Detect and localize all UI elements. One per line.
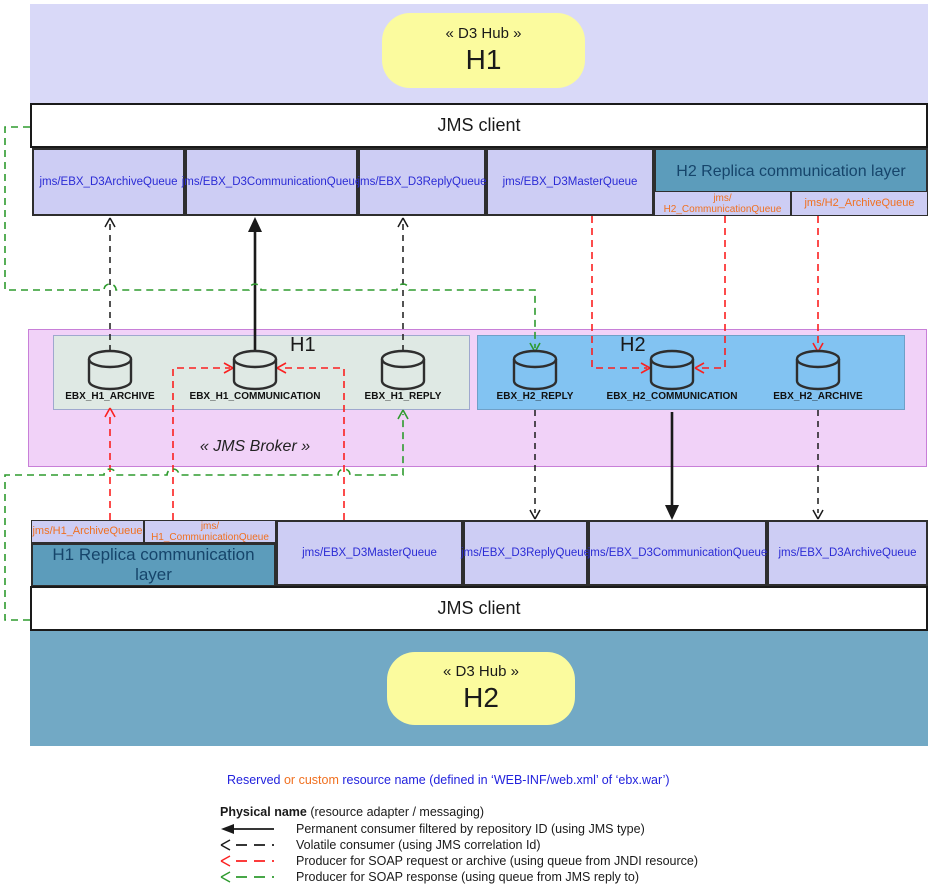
- physical-name-bold: Physical name: [220, 805, 307, 819]
- legend-permanent-consumer-text: Permanent consumer filtered by repositor…: [296, 822, 645, 836]
- h2-replica-communication-queue-line2: H2_CommunicationQueue: [663, 203, 782, 215]
- h2-hub-stereotype: « D3 Hub »: [443, 663, 519, 680]
- h1-queue-archive-label: jms/EBX_D3ArchiveQueue: [39, 176, 178, 188]
- h2-hub-name: H2: [463, 682, 499, 713]
- queue-ebx-h1-communication-label: EBX_H1_COMMUNICATION: [189, 391, 321, 402]
- h1-jms-client-box: JMS client: [30, 103, 928, 148]
- physical-name-note: Physical name (resource adapter / messag…: [220, 805, 484, 819]
- h1-replica-communication-queue-line1: jms/: [200, 520, 220, 532]
- h1-queue-communication: jms/EBX_D3CommunicationQueue: [182, 148, 361, 216]
- h2-queue-reply: jms/EBX_D3ReplyQueue: [460, 520, 591, 586]
- h2-queue-master: jms/EBX_D3MasterQueue: [276, 520, 463, 586]
- h1-replica-layer-title-line2: layer: [135, 565, 172, 584]
- legend-dashed-black-arrow-icon: [220, 839, 274, 851]
- h1-replica-layer-box: H1 Replica communication layer: [31, 543, 276, 587]
- legend-soap-response-producer-text: Producer for SOAP response (using queue …: [296, 870, 639, 884]
- queue-ebx-h1-reply-label: EBX_H1_REPLY: [364, 391, 442, 402]
- queue-ebx-h2-communication-label: EBX_H2_COMMUNICATION: [606, 391, 738, 402]
- legend-dashed-red-arrow-icon: [220, 855, 274, 867]
- jms-broker-stereotype: « JMS Broker »: [199, 438, 311, 455]
- queue-ebx-h1-archive-label: EBX_H1_ARCHIVE: [65, 391, 155, 402]
- h2-queue-archive-label: jms/EBX_D3ArchiveQueue: [778, 547, 917, 559]
- h2-queue-communication: jms/EBX_D3CommunicationQueue: [588, 520, 767, 586]
- queue-ebx-h2-reply-label: EBX_H2_REPLY: [496, 391, 574, 402]
- broker-h2-group-label: H2: [620, 334, 646, 356]
- h2-replica-communication-queue: jms/ H2_CommunicationQueue: [654, 191, 791, 216]
- h1-queue-archive: jms/EBX_D3ArchiveQueue: [32, 148, 185, 216]
- legend-soap-request-producer-text: Producer for SOAP request or archive (us…: [296, 854, 699, 868]
- legend-volatile-consumer-text: Volatile consumer (using JMS correlation…: [296, 838, 541, 852]
- h2-queue-reply-label: jms/EBX_D3ReplyQueue: [460, 547, 591, 559]
- broker-h1-group-label: H1: [290, 334, 316, 356]
- h1-replica-layer-title-line1: H1 Replica communication: [52, 545, 255, 564]
- resource-note-reserved: Reserved: [227, 773, 284, 787]
- h2-jms-client-label: JMS client: [437, 598, 521, 618]
- h2-jms-client-box: JMS client: [30, 586, 928, 631]
- resource-name-note: Reserved or custom resource name (define…: [227, 773, 670, 787]
- h1-replica-communication-queue-line2: H1_CommunicationQueue: [151, 531, 269, 543]
- h1-hub-badge: « D3 Hub » H1: [382, 13, 585, 88]
- legend-solid-black-arrow-icon: [221, 824, 274, 834]
- h1-queue-communication-label: jms/EBX_D3CommunicationQueue: [181, 176, 362, 188]
- h1-queue-reply-label: jms/EBX_D3ReplyQueue: [357, 176, 487, 188]
- h1-hub-stereotype: « D3 Hub »: [445, 25, 522, 42]
- h1-jms-client-label: JMS client: [437, 115, 521, 135]
- physical-name-rest: (resource adapter / messaging): [306, 805, 485, 819]
- h1-hub-name: H1: [465, 44, 502, 75]
- h1-queue-master: jms/EBX_D3MasterQueue: [486, 148, 654, 216]
- h2-replica-communication-queue-line1: jms/: [713, 192, 732, 204]
- h1-replica-archive-queue: jms/H1_ArchiveQueue: [31, 520, 144, 543]
- h1-replica-communication-queue: jms/ H1_CommunicationQueue: [144, 520, 276, 543]
- h2-hub-badge: « D3 Hub » H2: [387, 652, 575, 725]
- queue-ebx-h2-archive-label: EBX_H2_ARCHIVE: [773, 391, 863, 402]
- h1-queue-master-label: jms/EBX_D3MasterQueue: [502, 176, 638, 188]
- h2-queue-master-label: jms/EBX_D3MasterQueue: [302, 547, 437, 559]
- h1-replica-archive-queue-label: jms/H1_ArchiveQueue: [32, 525, 143, 537]
- resource-note-rest: resource name (defined in ‘WEB-INF/web.x…: [338, 773, 670, 787]
- legend-dashed-green-arrow-icon: [220, 871, 274, 883]
- h2-replica-archive-queue-label: jms/H2_ArchiveQueue: [804, 197, 915, 209]
- h2-queue-communication-label: jms/EBX_D3CommunicationQueue: [587, 547, 768, 559]
- resource-note-or-custom: or custom: [283, 773, 339, 787]
- h1-queue-reply: jms/EBX_D3ReplyQueue: [357, 148, 487, 216]
- h2-queue-archive: jms/EBX_D3ArchiveQueue: [767, 520, 928, 586]
- h2-replica-layer-title: H2 Replica communication layer: [676, 162, 906, 180]
- h2-replica-archive-queue: jms/H2_ArchiveQueue: [791, 191, 928, 216]
